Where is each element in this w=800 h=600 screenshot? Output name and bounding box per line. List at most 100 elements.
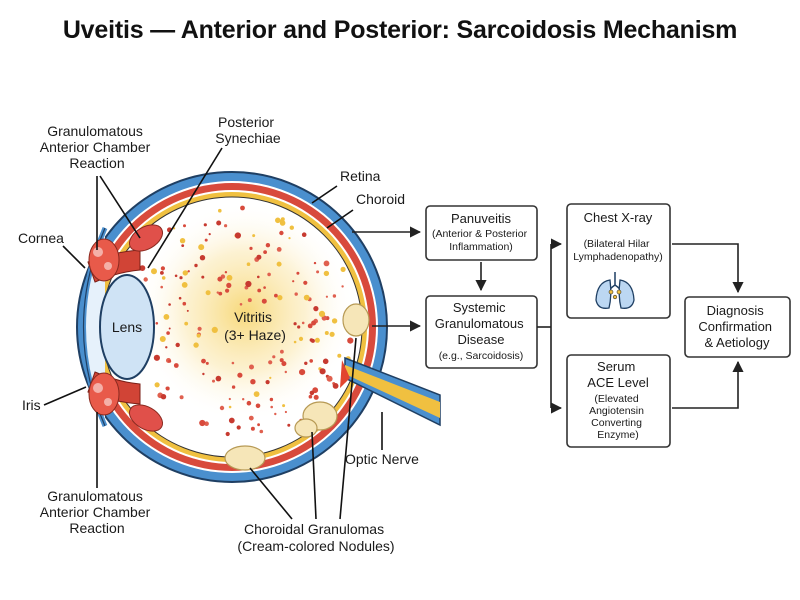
inflammatory-cell: [324, 331, 329, 335]
inflammatory-cell: [289, 225, 294, 230]
diagnosis-box: [684, 296, 791, 358]
ac-reaction-top-label: Granulomatous Anterior Chamber Reaction: [40, 123, 154, 171]
inflammatory-cell: [309, 338, 314, 342]
inflammatory-cell: [194, 263, 198, 268]
diagnosis-title: Diagnosis Confirmation & Aetiology: [698, 303, 775, 350]
inflammatory-cell: [276, 261, 282, 267]
inflammatory-cell: [281, 361, 287, 367]
vitritis-haze: [135, 202, 355, 422]
inflammatory-cell: [240, 205, 245, 211]
inflammatory-cell: [168, 327, 171, 330]
inflammatory-cell: [269, 376, 272, 379]
systemic-title: Systemic Granulomatous Disease: [435, 300, 528, 347]
inflammatory-cell: [308, 394, 313, 399]
inflammatory-cell: [316, 270, 320, 274]
inflammatory-cell: [332, 383, 339, 389]
inflammatory-cell: [242, 398, 245, 401]
inflammatory-cell: [181, 244, 185, 248]
serum-ace-title: Serum ACE Level: [587, 359, 649, 390]
inflammatory-cell: [245, 280, 252, 288]
inflammatory-cell: [325, 295, 328, 298]
inflammatory-cell: [143, 277, 148, 282]
inflammatory-cell: [284, 410, 287, 414]
inflammatory-cell: [184, 321, 189, 326]
inflammatory-cell: [174, 274, 178, 278]
inflammatory-cell: [160, 394, 167, 400]
ac-reaction-bottom-label: Granulomatous Anterior Chamber Reaction: [40, 488, 154, 536]
inflammatory-cell: [160, 285, 163, 289]
inflammatory-cell: [228, 405, 232, 409]
inflammatory-cell: [217, 276, 223, 282]
inflammatory-cell: [181, 282, 188, 288]
inflammatory-cell: [204, 421, 209, 427]
inflammatory-cell: [226, 274, 233, 281]
inflammatory-cell: [319, 368, 326, 375]
inflammatory-cell: [270, 405, 274, 409]
inflammatory-cell: [203, 223, 207, 227]
inflammatory-cell: [165, 386, 170, 391]
inflammatory-cell: [279, 230, 284, 236]
inflammatory-cell: [165, 346, 168, 349]
inflammatory-cell: [322, 358, 329, 365]
inflammatory-cell: [301, 321, 305, 325]
inflammatory-cell: [284, 370, 287, 374]
inflammatory-cell: [246, 400, 252, 406]
inflammatory-cell: [293, 340, 297, 344]
posterior-synechiae-label: Posterior Synechiae: [215, 114, 281, 146]
inflammatory-cell: [304, 361, 308, 365]
inflammatory-cell: [341, 285, 344, 288]
inflammatory-cell: [179, 395, 184, 400]
inflammatory-cell: [261, 298, 267, 304]
arrow-serum-ace-to-diagnosis: [672, 360, 744, 409]
inflammatory-cell: [303, 280, 308, 285]
lungs-icon: [595, 272, 635, 309]
inflammatory-cell: [202, 372, 205, 376]
inflammatory-cell: [296, 271, 300, 275]
inflammatory-cell: [256, 254, 262, 260]
inflammatory-cell: [175, 342, 180, 348]
inflammatory-cell: [280, 349, 284, 354]
inflammatory-cell: [288, 237, 291, 240]
inflammatory-cell: [323, 270, 330, 277]
inflammatory-cell: [212, 379, 215, 383]
inflammatory-cell: [211, 326, 218, 333]
inflammatory-cell: [204, 238, 208, 242]
inflammatory-cell: [259, 429, 264, 434]
cornea-label: Cornea: [18, 230, 64, 246]
inflammatory-cell: [307, 323, 313, 329]
inflammatory-cell: [257, 288, 262, 293]
inflammatory-cell: [199, 419, 206, 427]
inflammatory-cell: [253, 391, 260, 397]
inflammatory-cell: [257, 423, 260, 427]
inflammatory-cell: [153, 354, 160, 361]
inflammatory-cell: [347, 337, 354, 344]
inflammatory-cell: [193, 342, 199, 348]
inflammatory-cell: [276, 247, 282, 252]
inflammatory-cell: [265, 380, 270, 385]
inflammatory-cell: [246, 262, 251, 267]
inflammatory-cell: [314, 337, 320, 343]
inflammatory-cell: [250, 426, 255, 431]
inflammatory-cell: [218, 208, 222, 213]
inflammatory-cell: [224, 271, 228, 274]
panuveitis-box: [425, 205, 538, 261]
lens: [99, 274, 155, 380]
inflammatory-cell: [274, 412, 277, 416]
inflammatory-cell: [247, 298, 252, 303]
retina-label: Retina: [340, 168, 381, 184]
inflammatory-cell: [249, 364, 254, 370]
optic-nerve-label: Optic Nerve: [345, 451, 419, 467]
inflammatory-cell: [182, 301, 187, 306]
vitritis-label: Vitritis (3+ Haze): [224, 309, 286, 343]
optic-nerve: [340, 356, 441, 427]
inflammatory-cell: [250, 379, 256, 385]
inflammatory-cell: [311, 320, 317, 326]
inflammatory-cell: [205, 290, 211, 296]
inflammatory-cell: [201, 358, 206, 364]
inflammatory-cell: [168, 303, 171, 306]
inflammatory-cell: [298, 336, 304, 341]
inflammatory-cell: [287, 423, 291, 427]
inflammatory-cell: [309, 359, 314, 363]
inflammatory-cell: [231, 385, 236, 389]
inflammatory-cell: [309, 390, 315, 396]
